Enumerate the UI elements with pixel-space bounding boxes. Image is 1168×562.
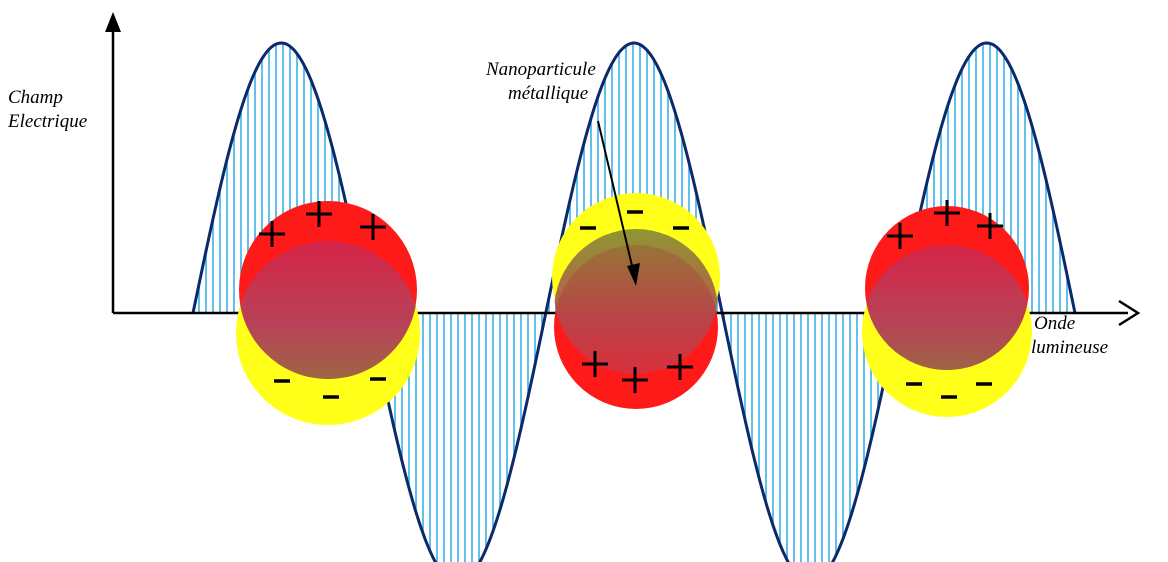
nanoparticle-label-line2: métallique	[508, 83, 589, 104]
positive-charges	[259, 201, 386, 247]
light-wave-curve	[191, 41, 1077, 562]
nanoparticle-right	[862, 200, 1032, 417]
nanoparticle-center	[552, 193, 720, 409]
x-axis-arrow-icon	[1118, 299, 1141, 327]
overlap-region	[865, 245, 1029, 370]
nanoparticle-left	[236, 201, 420, 425]
y-axis-arrow-icon	[105, 12, 121, 32]
negative-charges	[906, 382, 992, 399]
x-axis-label-line1: Onde	[1034, 313, 1076, 334]
y-axis-label-line2: Electrique	[8, 111, 88, 132]
nanoparticle-label-line1: Nanoparticule	[486, 59, 596, 80]
y-axis-label-line1: Champ	[8, 87, 63, 108]
overlap-region	[239, 241, 417, 379]
annotation-arrow-icon	[627, 263, 640, 286]
positive-charges	[887, 200, 1003, 249]
negative-charges	[274, 377, 386, 399]
x-axis-label: Onde lumineuse	[1031, 312, 1108, 360]
y-axis-label: Champ Electrique	[8, 86, 87, 134]
positive-charges	[582, 351, 693, 393]
x-axis-label-line2: lumineuse	[1031, 337, 1109, 358]
nanoparticle-label: Nanoparticule métallique	[486, 58, 596, 106]
negative-charges	[580, 210, 689, 230]
annotation-arrow-line	[597, 120, 634, 271]
